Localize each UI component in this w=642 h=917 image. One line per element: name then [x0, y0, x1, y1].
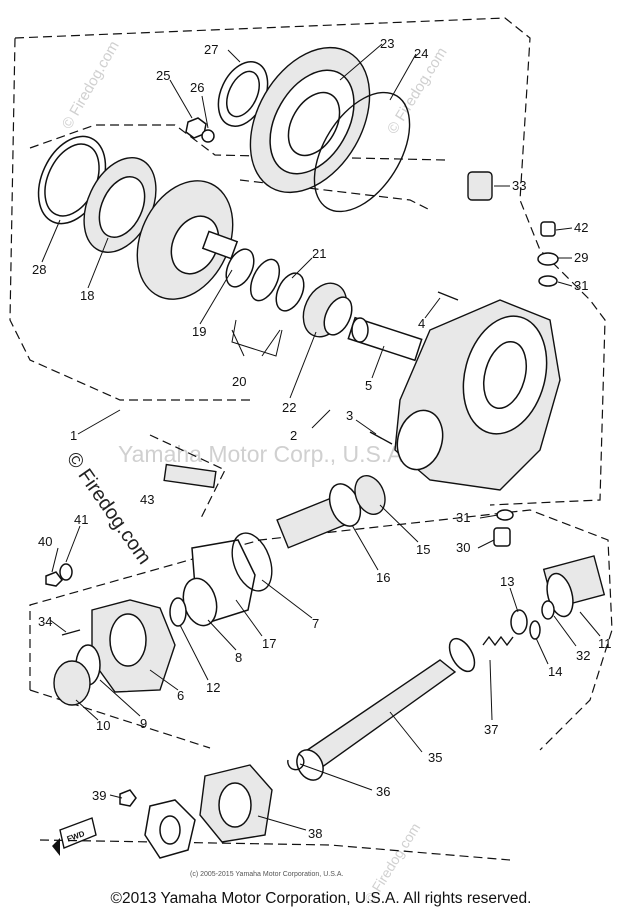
mid-dashed-boundary — [149, 434, 226, 521]
part-27-oil-seal — [217, 61, 269, 127]
part-37-spring — [482, 635, 514, 647]
part-30-31-drain-plug — [493, 509, 514, 547]
part-25-26-nut-washer — [185, 117, 215, 143]
callout-40: 40 — [38, 534, 52, 549]
callout-1: 1 — [70, 428, 77, 443]
callout-14: 14 — [548, 664, 562, 679]
upper-inner-boundary — [29, 124, 446, 161]
part-42-29-31-bolt-washers — [537, 221, 559, 287]
part-36-circlip — [287, 753, 305, 771]
callout-34: 34 — [38, 614, 52, 629]
part-33-cap — [467, 171, 493, 201]
callout-26: 26 — [190, 80, 204, 95]
fwd-label: FWD — [66, 829, 86, 844]
callout-8: 8 — [235, 650, 242, 665]
part-34-bolt — [61, 629, 81, 636]
callout-31-lower: 31 — [456, 510, 470, 525]
leader-lines — [41, 43, 601, 831]
callout-42: 42 — [574, 220, 588, 235]
callout-11: 11 — [598, 636, 612, 651]
part-3-stud — [369, 431, 393, 445]
part-ring-gear — [136, 180, 239, 300]
callout-23: 23 — [380, 36, 394, 51]
callout-2: 2 — [290, 428, 297, 443]
callout-24: 24 — [414, 46, 428, 61]
callout-32: 32 — [576, 648, 590, 663]
callout-5: 5 — [365, 378, 372, 393]
copyright-notice: ©2013 Yamaha Motor Corporation, U.S.A. A… — [110, 890, 532, 907]
part-4-stud — [437, 291, 459, 301]
callout-3: 3 — [346, 408, 353, 423]
callout-38: 38 — [308, 826, 322, 841]
callout-43: 43 — [140, 492, 154, 507]
part-16-pinion — [276, 483, 362, 549]
callout-30: 30 — [456, 540, 470, 555]
callout-10: 10 — [96, 718, 110, 733]
callout-4: 4 — [418, 316, 425, 331]
part-19-spacer — [225, 248, 255, 288]
callout-25: 25 — [156, 68, 170, 83]
callout-numbers: 1 2 3 4 5 6 7 8 9 10 11 12 13 14 15 16 1… — [32, 36, 612, 841]
callout-27: 27 — [204, 42, 218, 57]
part-2-gear-case — [394, 299, 561, 491]
part-39-bolt — [119, 789, 137, 807]
part-15-bearing — [354, 475, 386, 515]
callout-18: 18 — [80, 288, 94, 303]
callout-22: 22 — [282, 400, 296, 415]
part-35-drive-shaft — [296, 637, 476, 781]
callout-21: 21 — [312, 246, 326, 261]
callout-31-upper: 31 — [574, 278, 588, 293]
callout-39: 39 — [92, 788, 106, 803]
watermark-firedog-top-left: © Firedog.com — [59, 38, 123, 132]
callout-19: 19 — [192, 324, 206, 339]
part-13-14-32-nut-washers — [510, 600, 555, 640]
callout-36: 36 — [376, 784, 390, 799]
part-12-collar — [169, 597, 187, 627]
callout-33: 33 — [512, 178, 526, 193]
callout-29: 29 — [574, 250, 588, 265]
part-10-coupling — [53, 660, 91, 706]
callout-28: 28 — [32, 262, 46, 277]
callout-20: 20 — [232, 374, 246, 389]
callout-13: 13 — [500, 574, 514, 589]
callout-9: 9 — [140, 716, 147, 731]
part-5-shaft — [347, 316, 423, 362]
small-credit-line: (c) 2005-2015 Yamaha Motor Corporation, … — [190, 871, 343, 878]
part-6-housing — [91, 599, 176, 693]
part-40-41-nut-washer — [45, 563, 73, 587]
upper-assembly-boundary — [9, 17, 606, 506]
fwd-boundary — [39, 839, 511, 861]
callout-12: 12 — [206, 680, 220, 695]
callout-17: 17 — [262, 636, 276, 651]
callout-7: 7 — [312, 616, 319, 631]
callout-41: 41 — [74, 512, 88, 527]
callout-6: 6 — [177, 688, 184, 703]
callout-16: 16 — [376, 570, 390, 585]
part-24-o-ring — [313, 91, 411, 213]
part-20-21-shims-collar — [249, 258, 305, 312]
callout-37: 37 — [484, 722, 498, 737]
fwd-arrow: FWD — [52, 817, 97, 856]
part-flange-yoke — [144, 799, 196, 859]
callout-15: 15 — [416, 542, 430, 557]
part-43-label-plate — [163, 463, 217, 489]
part-7-o-ring — [231, 532, 273, 592]
watermark-yamaha-center: Yamaha Motor Corp., U.S.A. — [118, 441, 409, 467]
part-22-bearing — [302, 282, 353, 338]
part-23-housing-plate — [249, 46, 371, 194]
part-38-housing — [199, 764, 273, 843]
callout-35: 35 — [428, 750, 442, 765]
